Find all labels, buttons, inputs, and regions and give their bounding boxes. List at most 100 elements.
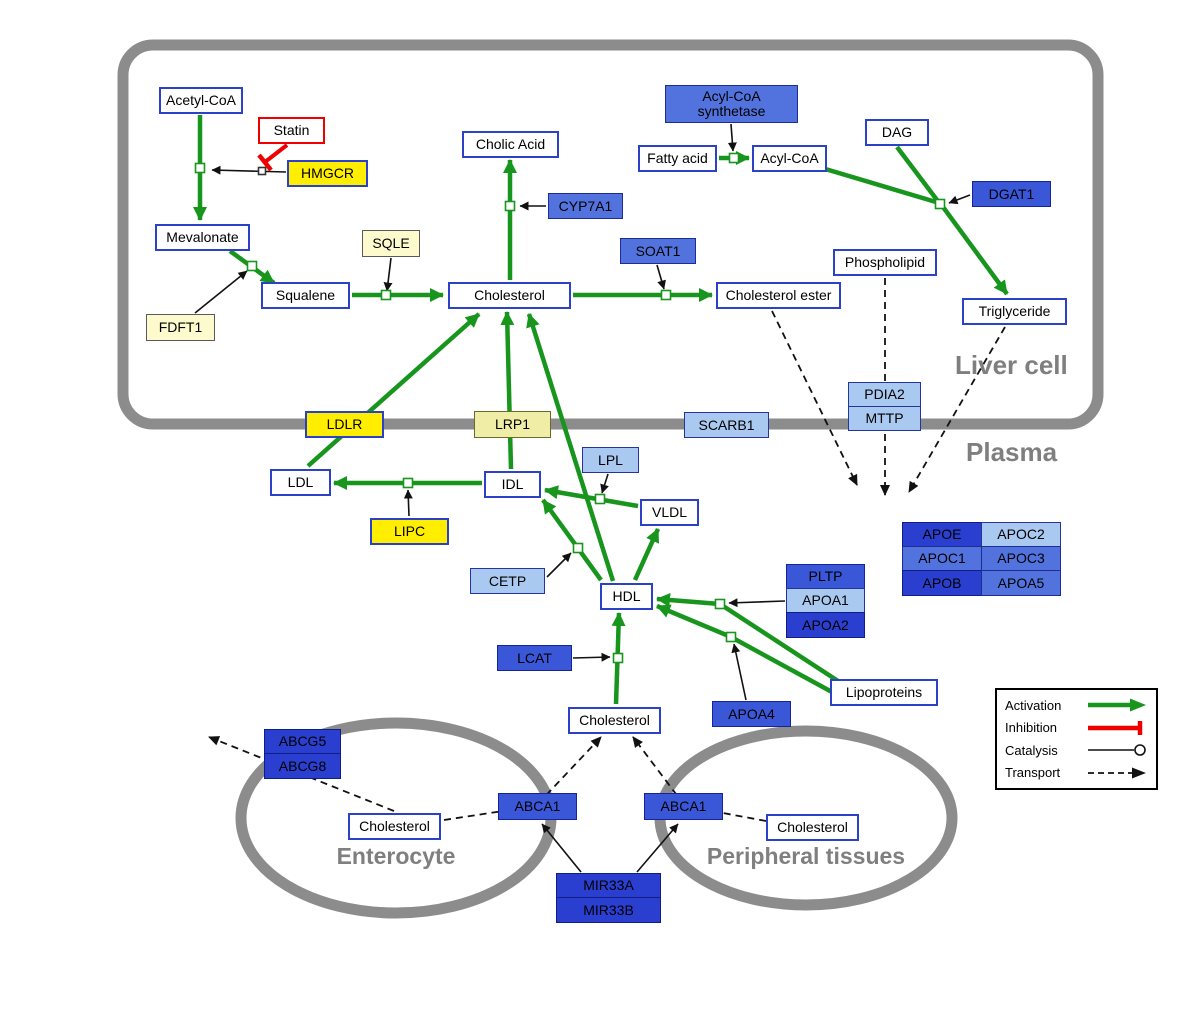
plasma-label: Plasma: [966, 437, 1058, 467]
node-fatty-acid[interactable]: Fatty acid: [638, 145, 717, 172]
legend-catalysis-label: Catalysis: [1005, 742, 1058, 758]
transport-cholesterol-ester-to-plasma: [771, 310, 858, 486]
catalysis-cetp: [546, 552, 572, 578]
node-cholic-acid[interactable]: Cholic Acid: [462, 131, 559, 158]
catalysis-lpl: [600, 473, 609, 494]
node-hdl[interactable]: HDL: [600, 583, 653, 610]
node-sqle[interactable]: SQLE: [362, 230, 420, 257]
catalysis-sqle: [383, 257, 393, 292]
node-apoc3[interactable]: APOC3: [981, 546, 1061, 571]
legend-row-inhibition: Inhibition: [1005, 720, 1148, 736]
node-triglyceride[interactable]: Triglyceride: [962, 298, 1067, 325]
node-apoe[interactable]: APOE: [902, 522, 982, 547]
node-scarb1[interactable]: SCARB1: [684, 412, 769, 438]
peripheral-tissues-label: Peripheral tissues: [706, 843, 906, 869]
node-cetp[interactable]: CETP: [470, 568, 545, 594]
node-cholesterol-enterocyte[interactable]: Cholesterol: [348, 813, 441, 840]
transport-cholesterol-via-abca1-enterocyte: [443, 736, 602, 821]
node-mir33b[interactable]: MIR33B: [556, 897, 661, 923]
edge-dag-junction: [895, 145, 939, 202]
edge-vldl-idl: [544, 485, 639, 509]
edge-hdl-vldl: [632, 528, 661, 581]
node-pltp[interactable]: PLTP: [786, 564, 865, 589]
edge-acylcoa-junction: [821, 165, 937, 205]
node-apoa2[interactable]: APOA2: [786, 612, 865, 638]
node-lipoproteins[interactable]: Lipoproteins: [830, 679, 938, 706]
regulation-mir33-abca1-left: [541, 823, 582, 873]
catalysis-acylcoa-synthetase: [727, 123, 737, 152]
node-lpl[interactable]: LPL: [582, 447, 639, 473]
inhibition-tbar: [257, 153, 273, 172]
node-abca1-enterocyte[interactable]: ABCA1: [498, 793, 577, 820]
inhibition-anchor-square: [257, 166, 267, 176]
node-hmgcr[interactable]: HMGCR: [287, 160, 368, 187]
inhibition-edge: [257, 143, 289, 172]
legend-row-activation: Activation: [1005, 697, 1148, 713]
catalysis-soat1: [656, 264, 666, 290]
edge-idl-cholesterol-via-lrp1: [500, 311, 515, 470]
liver-cell-label: Liver cell: [955, 350, 1068, 380]
catalysis-lcat: [572, 652, 611, 662]
liver-cell-membrane: [117, 39, 1104, 430]
node-lrp1[interactable]: LRP1: [474, 411, 551, 438]
node-abca1-peripheral[interactable]: ABCA1: [644, 793, 723, 820]
node-acyl-coa-synthetase[interactable]: Acyl-CoA synthetase: [665, 85, 798, 123]
node-mir33a[interactable]: MIR33A: [556, 873, 661, 898]
edge-ldl-cholesterol-via-ldlr: [306, 312, 481, 468]
catalysis-apoa-stack: [728, 598, 786, 608]
node-ldl[interactable]: LDL: [270, 469, 331, 496]
catalysis-apoa4: [731, 643, 747, 701]
node-mevalonate[interactable]: Mevalonate: [155, 224, 250, 251]
node-cholesterol-liver[interactable]: Cholesterol: [448, 282, 571, 309]
node-statin[interactable]: Statin: [258, 117, 325, 144]
activation-arrow-icon: [1088, 698, 1146, 712]
node-cholesterol-ester[interactable]: Cholesterol ester: [716, 282, 841, 309]
catalysis-circle-icon: [1088, 744, 1146, 757]
catalysis-fdft1: [194, 270, 248, 314]
node-dag[interactable]: DAG: [865, 119, 929, 146]
node-soat1[interactable]: SOAT1: [620, 238, 696, 264]
node-fdft1[interactable]: FDFT1: [146, 314, 215, 341]
node-squalene[interactable]: Squalene: [261, 282, 350, 309]
transport-triglyceride-to-plasma: [908, 326, 1006, 493]
node-apoc1[interactable]: APOC1: [902, 546, 982, 571]
transport-dashed-arrow-icon: [1088, 767, 1146, 779]
node-lcat[interactable]: LCAT: [497, 645, 572, 671]
catalysis-dgat1: [948, 194, 971, 205]
catalysis-edges: [194, 123, 971, 873]
node-lipc[interactable]: LIPC: [370, 518, 449, 545]
node-acetyl-coa[interactable]: Acetyl-CoA: [159, 87, 243, 114]
node-apoa4[interactable]: APOA4: [712, 701, 791, 727]
node-idl[interactable]: IDL: [484, 471, 541, 498]
node-phospholipid[interactable]: Phospholipid: [833, 249, 937, 276]
node-ldlr[interactable]: LDLR: [305, 411, 384, 438]
node-acyl-coa[interactable]: Acyl-CoA: [752, 145, 827, 172]
legend-transport-label: Transport: [1005, 765, 1061, 781]
legend-activation-label: Activation: [1005, 697, 1062, 713]
node-cholesterol-peripheral[interactable]: Cholesterol: [766, 814, 859, 841]
reaction-node-squares: [194, 152, 946, 664]
node-apoc2[interactable]: APOC2: [981, 522, 1061, 547]
node-abcg8[interactable]: ABCG8: [264, 753, 341, 779]
catalysis-lipc: [403, 489, 413, 517]
legend-row-transport: Transport: [1005, 765, 1148, 781]
node-mttp[interactable]: MTTP: [848, 406, 921, 431]
node-apob[interactable]: APOB: [902, 570, 982, 596]
node-cyp7a1[interactable]: CYP7A1: [548, 193, 623, 219]
node-dgat1[interactable]: DGAT1: [972, 181, 1051, 207]
node-apoa5[interactable]: APOA5: [981, 570, 1061, 596]
node-abcg5[interactable]: ABCG5: [264, 729, 341, 754]
node-apoa1[interactable]: APOA1: [786, 588, 865, 613]
node-pdia2[interactable]: PDIA2: [848, 382, 921, 407]
legend-inhibition-label: Inhibition: [1005, 720, 1058, 736]
edge-hdl-cholesterol: [526, 313, 616, 582]
legend-row-catalysis: Catalysis: [1005, 742, 1148, 758]
enterocyte-label: Enterocyte: [336, 843, 456, 869]
node-cholesterol-plasma[interactable]: Cholesterol: [568, 707, 661, 734]
edge-hdl-idl: [541, 498, 603, 582]
node-vldl[interactable]: VLDL: [640, 499, 699, 526]
catalysis-hmgcr: [211, 165, 287, 175]
legend-box: Activation Inhibition Catalysis Transpor…: [995, 688, 1158, 790]
